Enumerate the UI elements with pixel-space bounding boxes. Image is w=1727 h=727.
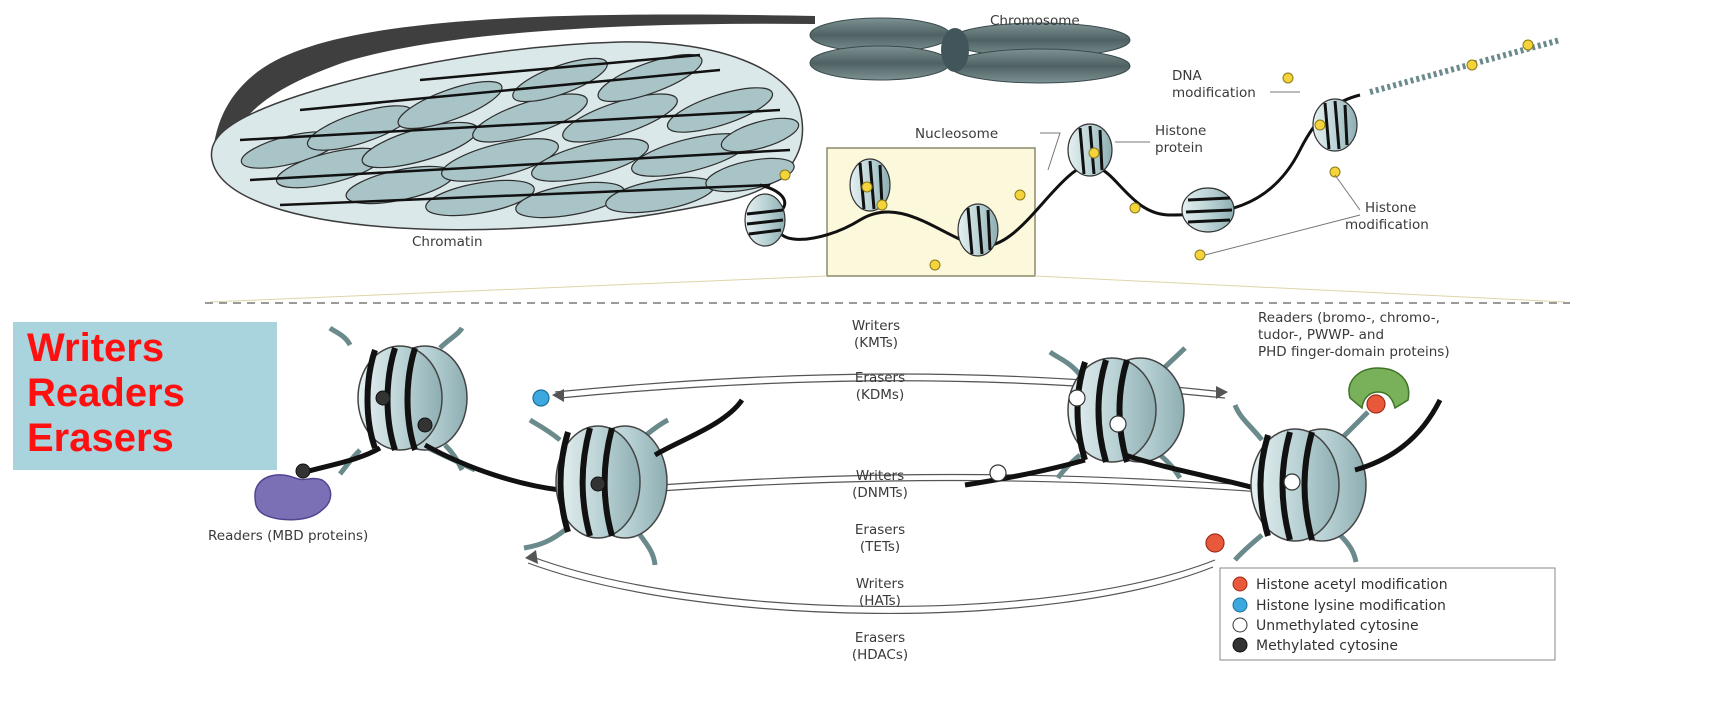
nucleosome-middle-left — [524, 400, 742, 565]
chromosome-icon — [810, 18, 1130, 83]
title-writers: Writers — [27, 326, 277, 371]
label-dna-modification-2: modification — [1172, 85, 1256, 101]
label-readers-domains-2: tudor-, PWWP- and — [1258, 327, 1384, 343]
legend-swatch-acetyl — [1233, 577, 1247, 591]
label-erasers-hdacs-2: (HDACs) — [852, 647, 908, 663]
legend-swatch-methylated — [1233, 638, 1247, 652]
label-writers-dnmts-2: (DNMTs) — [852, 485, 908, 501]
reader-mbd-protein-icon — [255, 475, 331, 520]
label-writers-dnmts-1: Writers — [856, 468, 904, 484]
acetyl-mark-bottom — [1206, 534, 1224, 552]
label-writers-hats-1: Writers — [856, 576, 904, 592]
label-readers-mbd: Readers (MBD proteins) — [208, 528, 368, 544]
label-erasers-kdms-2: (KDMs) — [856, 387, 904, 403]
lysine-mark-left — [533, 390, 549, 406]
label-readers-domains-3: PHD finger-domain proteins) — [1258, 344, 1450, 360]
title-erasers: Erasers — [27, 416, 277, 461]
label-chromatin: Chromatin — [412, 234, 483, 250]
label-erasers-kdms-1: Erasers — [855, 370, 905, 386]
label-histone-modification-2: modification — [1345, 217, 1429, 233]
label-nucleosome: Nucleosome — [915, 126, 998, 142]
legend-label-acetyl: Histone acetyl modification — [1256, 577, 1448, 593]
acetyl-mark-reader — [1367, 395, 1385, 413]
legend-swatch-lysine — [1233, 598, 1247, 612]
label-histone-modification-1: Histone — [1365, 200, 1416, 216]
methylated-mark-middle — [591, 477, 605, 491]
label-writers-hats-2: (HATs) — [859, 593, 901, 609]
label-erasers-tets-1: Erasers — [855, 522, 905, 538]
zoom-line-left — [210, 276, 827, 302]
label-writers-kmts-1: Writers — [852, 318, 900, 334]
zoom-line-right — [1035, 276, 1565, 302]
chromatin-fiber — [211, 14, 815, 229]
legend-swatch-unmethylated — [1233, 618, 1247, 632]
legend-label-methylated: Methylated cytosine — [1256, 638, 1398, 654]
label-histone-protein-2: protein — [1155, 140, 1203, 156]
title-readers: Readers — [27, 371, 277, 416]
legend: Histone acetyl modification Histone lysi… — [1220, 568, 1555, 660]
label-histone-protein-1: Histone — [1155, 123, 1206, 139]
label-writers-kmts-2: (KMTs) — [854, 335, 898, 351]
nucleosome-left-pair — [305, 328, 560, 490]
label-erasers-hdacs-1: Erasers — [855, 630, 905, 646]
unmethylated-mark-far-right — [1284, 474, 1300, 490]
writers-readers-erasers-box: Writers Readers Erasers — [13, 322, 277, 470]
nucleosome-far-right — [1235, 400, 1440, 562]
legend-label-lysine: Histone lysine modification — [1256, 598, 1446, 614]
label-dna-modification-1: DNA — [1172, 68, 1202, 84]
label-readers-domains-1: Readers (bromo-, chromo-, — [1258, 310, 1440, 326]
label-chromosome: Chromosome — [990, 13, 1080, 29]
label-erasers-tets-2: (TETs) — [860, 539, 900, 555]
legend-label-unmethylated: Unmethylated cytosine — [1256, 618, 1419, 634]
